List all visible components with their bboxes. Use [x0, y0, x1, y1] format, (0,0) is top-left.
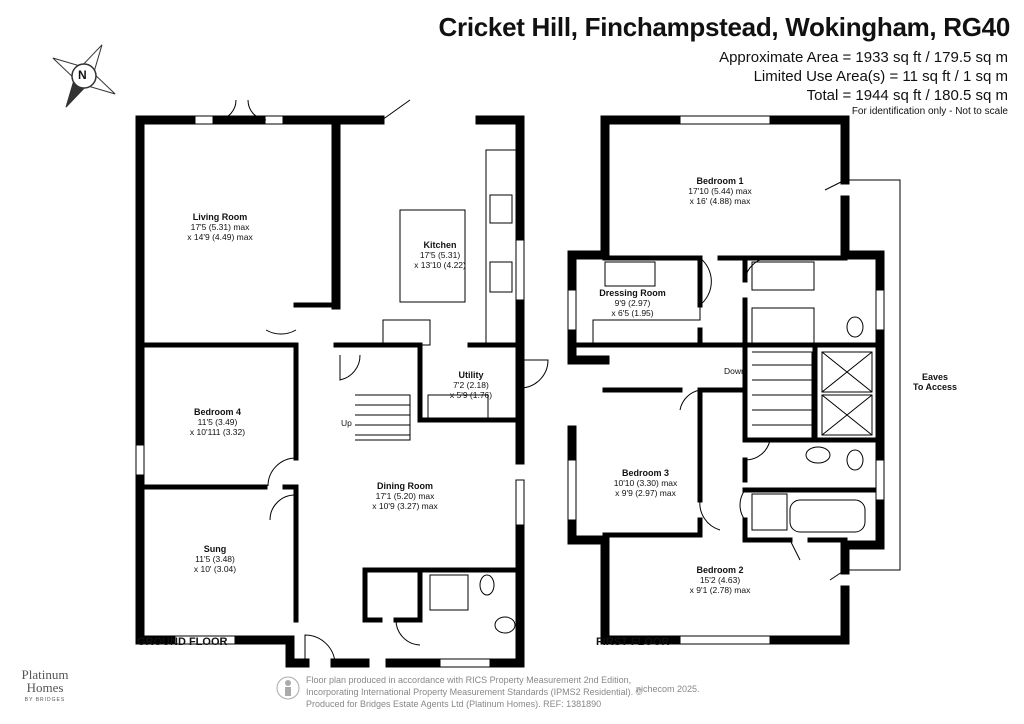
room-dim: x 9'1 (2.78) max — [689, 585, 751, 595]
room-name: Kitchen — [423, 240, 457, 250]
room-dim: x 16' (4.88) max — [689, 196, 751, 206]
room-dim: 11'5 (3.48) — [195, 554, 235, 564]
brand-logo: Platinum Homes BY BRIDGES — [10, 668, 80, 707]
ground-floor-label: GROUND FLOOR — [137, 636, 228, 648]
compass-letter: N — [78, 68, 87, 82]
room-living-room: Living Room 17'5 (5.31) max x 14'9 (4.49… — [155, 212, 285, 242]
room-dim: 17'5 (5.31) — [419, 250, 461, 260]
room-name: Utility — [458, 370, 484, 380]
approximate-area: Approximate Area = 1933 sq ft / 179.5 sq… — [719, 49, 1008, 66]
room-name: Living Room — [192, 212, 248, 222]
eaves-line: Eaves — [921, 372, 949, 382]
room-dim: x 13'10 (4.22) — [414, 260, 466, 270]
identification-note: For identification only - Not to scale — [851, 106, 1008, 117]
room-name: Sung — [203, 544, 227, 554]
room-dim: x 10'9 (3.27) max — [372, 501, 438, 511]
stairs-up-label: Up — [341, 418, 352, 428]
room-name: Dressing Room — [599, 288, 666, 298]
room-dim: x 10'111 (3.32) — [189, 427, 246, 437]
footer-line: Incorporating International Property Mea… — [306, 687, 643, 697]
room-bedroom-4: Bedroom 4 11'5 (3.49) x 10'111 (3.32) — [160, 407, 275, 437]
room-dim: x 5'9 (1.76) — [449, 390, 493, 400]
room-dining-room: Dining Room 17'1 (5.20) max x 10'9 (3.27… — [345, 481, 465, 511]
room-dim: 11'5 (3.49) — [197, 417, 238, 427]
room-name: Bedroom 4 — [193, 407, 241, 417]
room-name: Dining Room — [377, 481, 433, 491]
room-dim: x 14'9 (4.49) max — [187, 232, 253, 242]
room-dim: x 10' (3.04) — [193, 564, 237, 574]
eaves-line: To Access — [912, 382, 958, 392]
room-dim: x 9'9 (2.97) max — [615, 488, 676, 498]
room-bedroom-2: Bedroom 2 15'2 (4.63) x 9'1 (2.78) max — [675, 565, 765, 595]
room-dim: 17'10 (5.44) max — [688, 186, 752, 196]
limited-use-area: Limited Use Area(s) = 11 sq ft / 1 sq m — [753, 68, 1008, 85]
room-name: Bedroom 1 — [696, 176, 744, 186]
room-dim: 10'10 (3.30) max — [613, 478, 678, 488]
room-dressing-room: Dressing Room 9'9 (2.97) x 6'5 (1.95) — [590, 288, 675, 318]
eaves-label: Eaves To Access — [905, 372, 965, 392]
total-area: Total = 1944 sq ft / 180.5 sq m — [806, 87, 1008, 104]
room-utility: Utility 7'2 (2.18) x 5'9 (1.76) — [436, 370, 506, 400]
room-dim: x 6'5 (1.95) — [611, 308, 654, 318]
stairs-down-label: Down — [724, 366, 746, 376]
room-kitchen: Kitchen 17'5 (5.31) x 13'10 (4.22) — [395, 240, 485, 270]
footer-text: Floor plan produced in accordance with R… — [306, 674, 642, 710]
compass-icon — [52, 44, 116, 108]
first-floor-label: FIRST FLOOR — [596, 636, 670, 648]
room-dim: 7'2 (2.18) — [453, 380, 489, 390]
room-bedroom-1: Bedroom 1 17'10 (5.44) max x 16' (4.88) … — [670, 176, 770, 206]
room-bedroom-3: Bedroom 3 10'10 (3.30) max x 9'9 (2.97) … — [598, 468, 693, 498]
footer-line: Produced for Bridges Estate Agents Ltd (… — [306, 699, 602, 709]
room-dim: 15'2 (4.63) — [699, 575, 741, 585]
room-dim: 17'1 (5.20) max — [375, 491, 435, 501]
brand-line: Platinum — [21, 667, 69, 682]
room-name: Bedroom 2 — [696, 565, 744, 575]
room-sung: Sung 11'5 (3.48) x 10' (3.04) — [170, 544, 260, 574]
person-icon — [276, 676, 300, 700]
page-title: Cricket Hill, Finchampstead, Wokingham, … — [438, 12, 1011, 42]
nichecom-credit: nichecom 2025. — [636, 684, 700, 694]
brand-line: Homes — [26, 680, 64, 695]
room-name: Bedroom 3 — [621, 468, 669, 478]
brand-sub: BY BRIDGES — [24, 697, 66, 703]
room-dim: 9'9 (2.97) — [614, 298, 651, 308]
footer-line: Floor plan produced in accordance with R… — [306, 675, 632, 685]
room-dim: 17'5 (5.31) max — [190, 222, 250, 232]
